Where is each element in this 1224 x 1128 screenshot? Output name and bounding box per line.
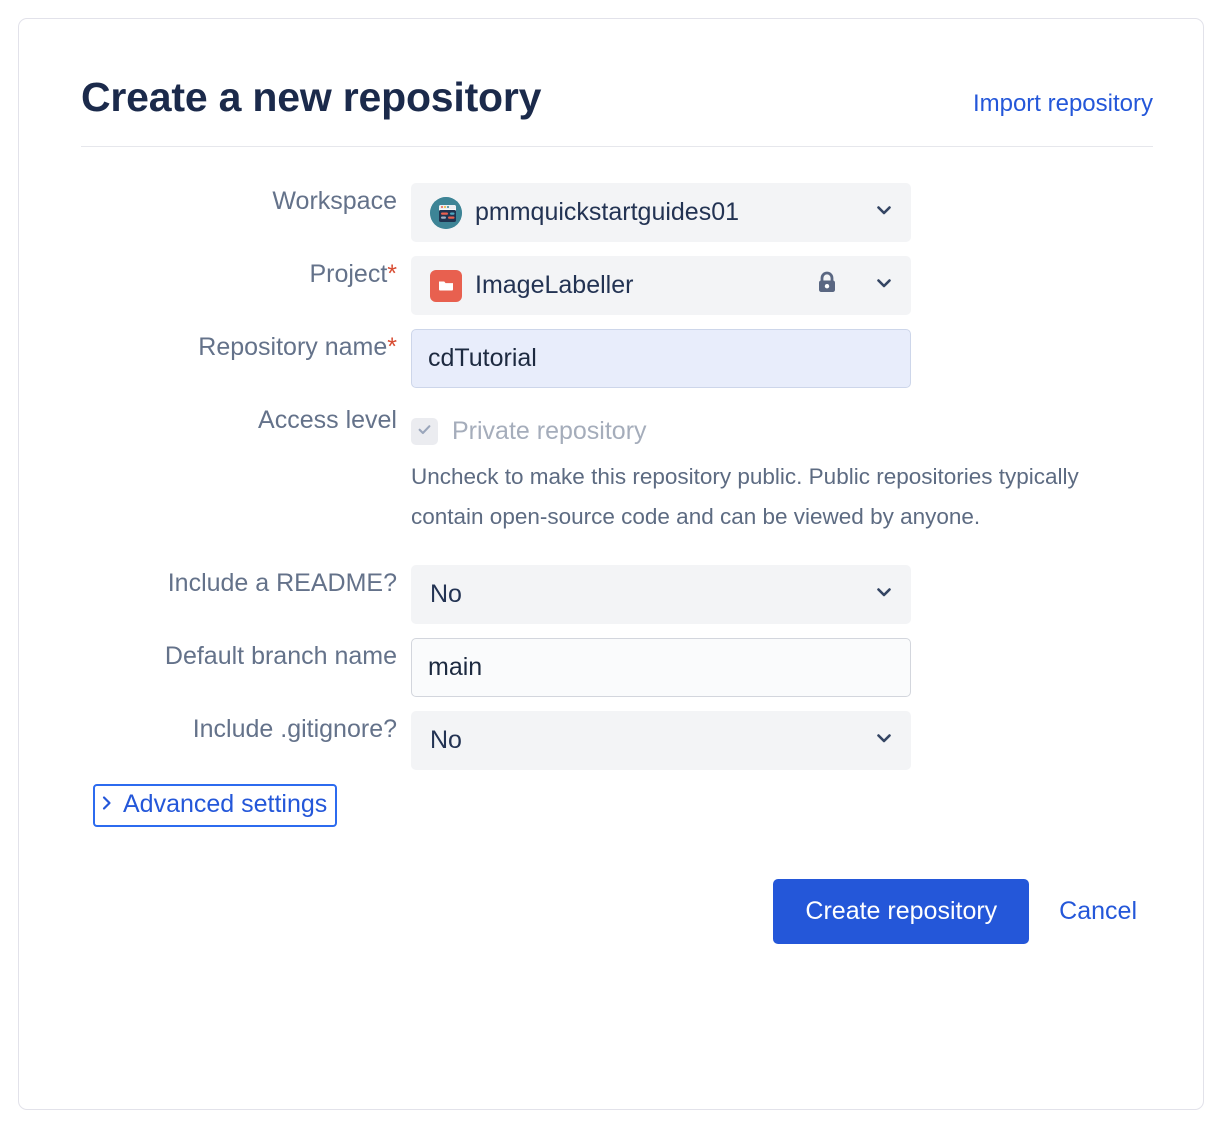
field-row-include-gitignore: Include .gitignore? No [81,711,1153,771]
chevron-down-icon [874,200,894,225]
field-row-advanced-settings: Advanced settings [81,784,1153,828]
repository-name-label-text: Repository name [198,333,388,362]
form-actions: Create repository Cancel [81,827,1153,945]
private-repository-label: Private repository [452,417,647,446]
field-row-repository-name: Repository name* [81,329,1153,389]
chevron-down-icon [874,582,894,607]
chevron-down-icon [874,728,894,753]
project-value: ImageLabeller [475,271,634,300]
advanced-settings-toggle[interactable]: Advanced settings [93,784,338,828]
workspace-label: Workspace [272,187,397,216]
include-readme-label: Include a README? [167,569,397,598]
project-label: Project* [81,256,411,292]
repository-name-required-mark: * [387,333,397,362]
project-required-mark: * [387,260,397,289]
project-label-text: Project [309,260,388,289]
create-repository-button[interactable]: Create repository [773,879,1030,945]
field-row-include-readme: Include a README? No [81,565,1153,625]
include-readme-value: No [430,580,462,609]
private-repository-checkbox[interactable] [411,418,438,446]
check-icon [416,421,433,443]
project-select[interactable]: ImageLabeller [411,256,911,316]
chevron-right-icon [101,794,113,816]
repository-name-input[interactable] [411,329,911,389]
field-row-access-level: Access level Private repository Unchec [81,402,1153,551]
import-repository-link[interactable]: Import repository [972,90,1153,117]
lock-icon [814,269,840,302]
access-level-help-text: Uncheck to make this repository public. … [411,464,1079,530]
private-repository-checkbox-row[interactable]: Private repository [411,402,1153,461]
workspace-select[interactable]: pmmquickstartguides01 [411,183,911,243]
create-repository-card: Create a new repository Import repositor… [18,18,1204,1110]
workspace-value: pmmquickstartguides01 [475,198,740,227]
create-repository-form: Workspace [81,147,1153,945]
default-branch-name-label: Default branch name [164,642,397,671]
default-branch-name-input[interactable] [411,638,911,698]
include-gitignore-select[interactable]: No [411,711,911,771]
include-gitignore-label: Include .gitignore? [192,715,397,744]
workspace-avatar-icon [430,196,462,229]
repository-name-label: Repository name* [81,329,411,365]
page-title: Create a new repository [81,74,542,120]
field-row-project: Project* ImageLabeller [81,256,1153,316]
card-header: Create a new repository Import repositor… [81,74,1153,148]
field-row-workspace: Workspace [81,183,1153,243]
cancel-button[interactable]: Cancel [1057,891,1139,932]
include-readme-select[interactable]: No [411,565,911,625]
include-gitignore-value: No [430,726,462,755]
folder-icon [430,269,462,302]
advanced-settings-label: Advanced settings [123,790,328,819]
chevron-down-icon [874,273,894,298]
field-row-default-branch-name: Default branch name [81,638,1153,698]
access-level-label: Access level [258,406,397,435]
